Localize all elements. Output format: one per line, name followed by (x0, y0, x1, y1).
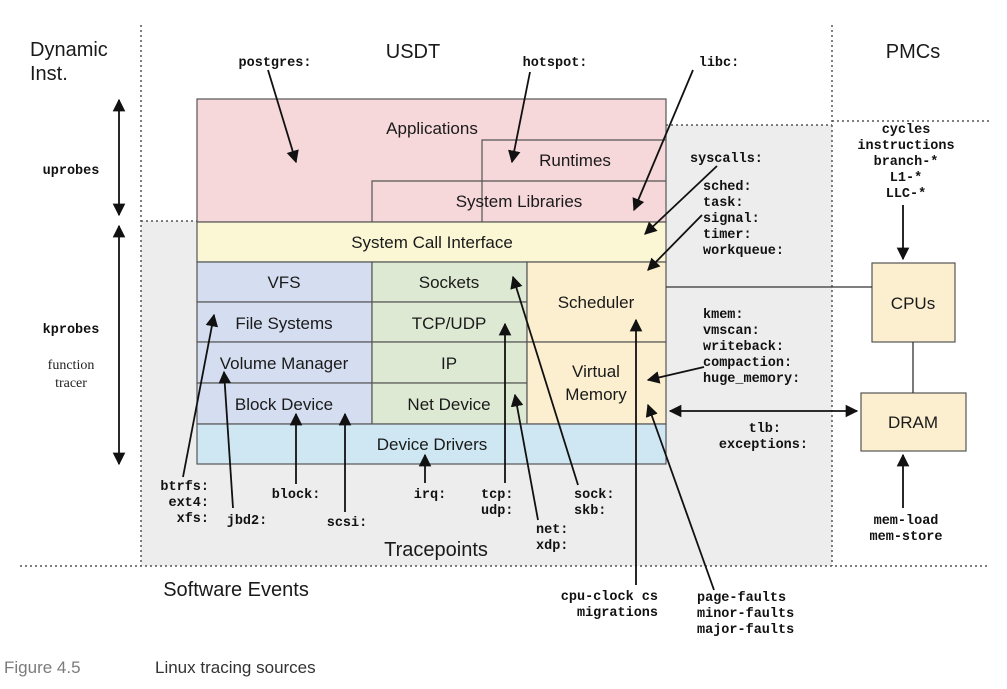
cpus-label: CPUs (891, 294, 935, 313)
cpu-clock-probe: cpu-clock cs (561, 590, 658, 605)
kmem-probe: kmem: (703, 308, 744, 323)
function-tracer-label-1: function (48, 358, 95, 373)
scsi-probe: scsi: (327, 516, 368, 531)
minor-faults-probe: minor-faults (697, 607, 794, 622)
applications-label: Applications (386, 119, 478, 138)
virtual-memory-label-2: Memory (565, 385, 627, 404)
sched-probe: sched: (703, 180, 752, 195)
mem-store-pmc: mem-store (870, 530, 943, 545)
page-faults-probe: page-faults (697, 591, 786, 606)
device-drivers-box (196, 423, 667, 465)
region-dividers (20, 25, 992, 567)
task-probe: task: (703, 196, 744, 211)
runtimes-label: Runtimes (539, 151, 611, 170)
compaction-probe: compaction: (703, 356, 792, 371)
llc-pmc: LLC-* (886, 187, 927, 202)
dynamic-heading-line-1: Dynamic (30, 39, 108, 61)
tracing-sources-diagram: Dynamic Inst. USDT PMCs Software Events … (20, 25, 992, 638)
block-device-label: Block Device (235, 395, 333, 414)
dram-box (860, 392, 967, 452)
xfs-probe: xfs: (177, 512, 209, 527)
net-probe: net: (536, 523, 568, 538)
virtual-memory-box (526, 341, 667, 425)
ext4-probe: ext4: (168, 496, 209, 511)
tcp-udp-box (371, 301, 528, 343)
function-tracer-label-2: tracer (55, 376, 87, 391)
workqueue-probe: workqueue: (703, 244, 784, 259)
scheduler-label: Scheduler (558, 293, 635, 312)
system-libraries-box (371, 180, 666, 222)
tracepoints-heading: Tracepoints (384, 539, 488, 561)
branch-pmc: branch-* (874, 155, 939, 170)
figure-number: Figure 4.5 (4, 658, 81, 677)
tcp-probe: tcp: (481, 488, 513, 503)
virtual-memory-label-1: Virtual (572, 362, 620, 381)
huge-memory-probe: huge_memory: (703, 372, 800, 387)
sock-probe: sock: (574, 488, 615, 503)
pmcs-heading: PMCs (886, 41, 940, 63)
signal-probe: signal: (703, 212, 760, 227)
writeback-probe: writeback: (703, 340, 784, 355)
applications-box (196, 98, 667, 223)
file-systems-label: File Systems (235, 314, 332, 333)
dram-label: DRAM (888, 413, 938, 432)
vfs-label: VFS (267, 273, 300, 292)
software-events-heading: Software Events (163, 579, 309, 601)
cycles-pmc: cycles (882, 123, 931, 138)
system-call-interface-box (196, 221, 667, 263)
exceptions-probe: exceptions: (719, 438, 808, 453)
libc-probe: libc: (699, 56, 740, 71)
udp-probe: udp: (481, 504, 513, 519)
syscalls-probe: syscalls: (690, 152, 763, 167)
system-call-interface-label: System Call Interface (351, 233, 513, 252)
usdt-heading: USDT (386, 41, 440, 63)
jbd2-probe: jbd2: (227, 514, 268, 529)
ip-label: IP (441, 354, 457, 373)
sockets-label: Sockets (419, 273, 479, 292)
uprobes-label: uprobes (43, 164, 100, 179)
system-libraries-label: System Libraries (456, 192, 583, 211)
xdp-probe: xdp: (536, 539, 568, 554)
irq-probe: irq: (414, 488, 446, 503)
runtimes-box (481, 139, 666, 222)
figure-caption-text: Linux tracing sources (155, 658, 316, 677)
btrfs-probe: btrfs: (160, 480, 209, 495)
volume-manager-label: Volume Manager (220, 354, 349, 373)
postgres-probe: postgres: (239, 56, 312, 71)
skb-probe: skb: (574, 504, 606, 519)
cpus-box (871, 262, 956, 343)
tcp-udp-label: TCP/UDP (412, 314, 487, 333)
hotspot-probe: hotspot: (523, 56, 588, 71)
instructions-pmc: instructions (857, 139, 954, 154)
figure-caption: Figure 4.5 Linux tracing sources (0, 650, 1007, 689)
dynamic-heading-line-2: Inst. (30, 63, 68, 85)
scheduler-box (526, 261, 667, 343)
vmscan-probe: vmscan: (703, 324, 760, 339)
major-faults-probe: major-faults (697, 623, 794, 638)
mem-load-pmc: mem-load (874, 514, 939, 529)
l1-pmc: L1-* (890, 171, 922, 186)
timer-probe: timer: (703, 228, 752, 243)
kprobes-label: kprobes (43, 323, 100, 338)
migrations-probe: migrations (577, 606, 658, 621)
ip-box (371, 341, 528, 384)
probe-arrows (112, 69, 910, 591)
net-device-label: Net Device (407, 395, 490, 414)
tlb-probe: tlb: (749, 422, 781, 437)
device-drivers-label: Device Drivers (377, 435, 488, 454)
block-probe: block: (272, 488, 321, 503)
sockets-box (371, 261, 528, 303)
